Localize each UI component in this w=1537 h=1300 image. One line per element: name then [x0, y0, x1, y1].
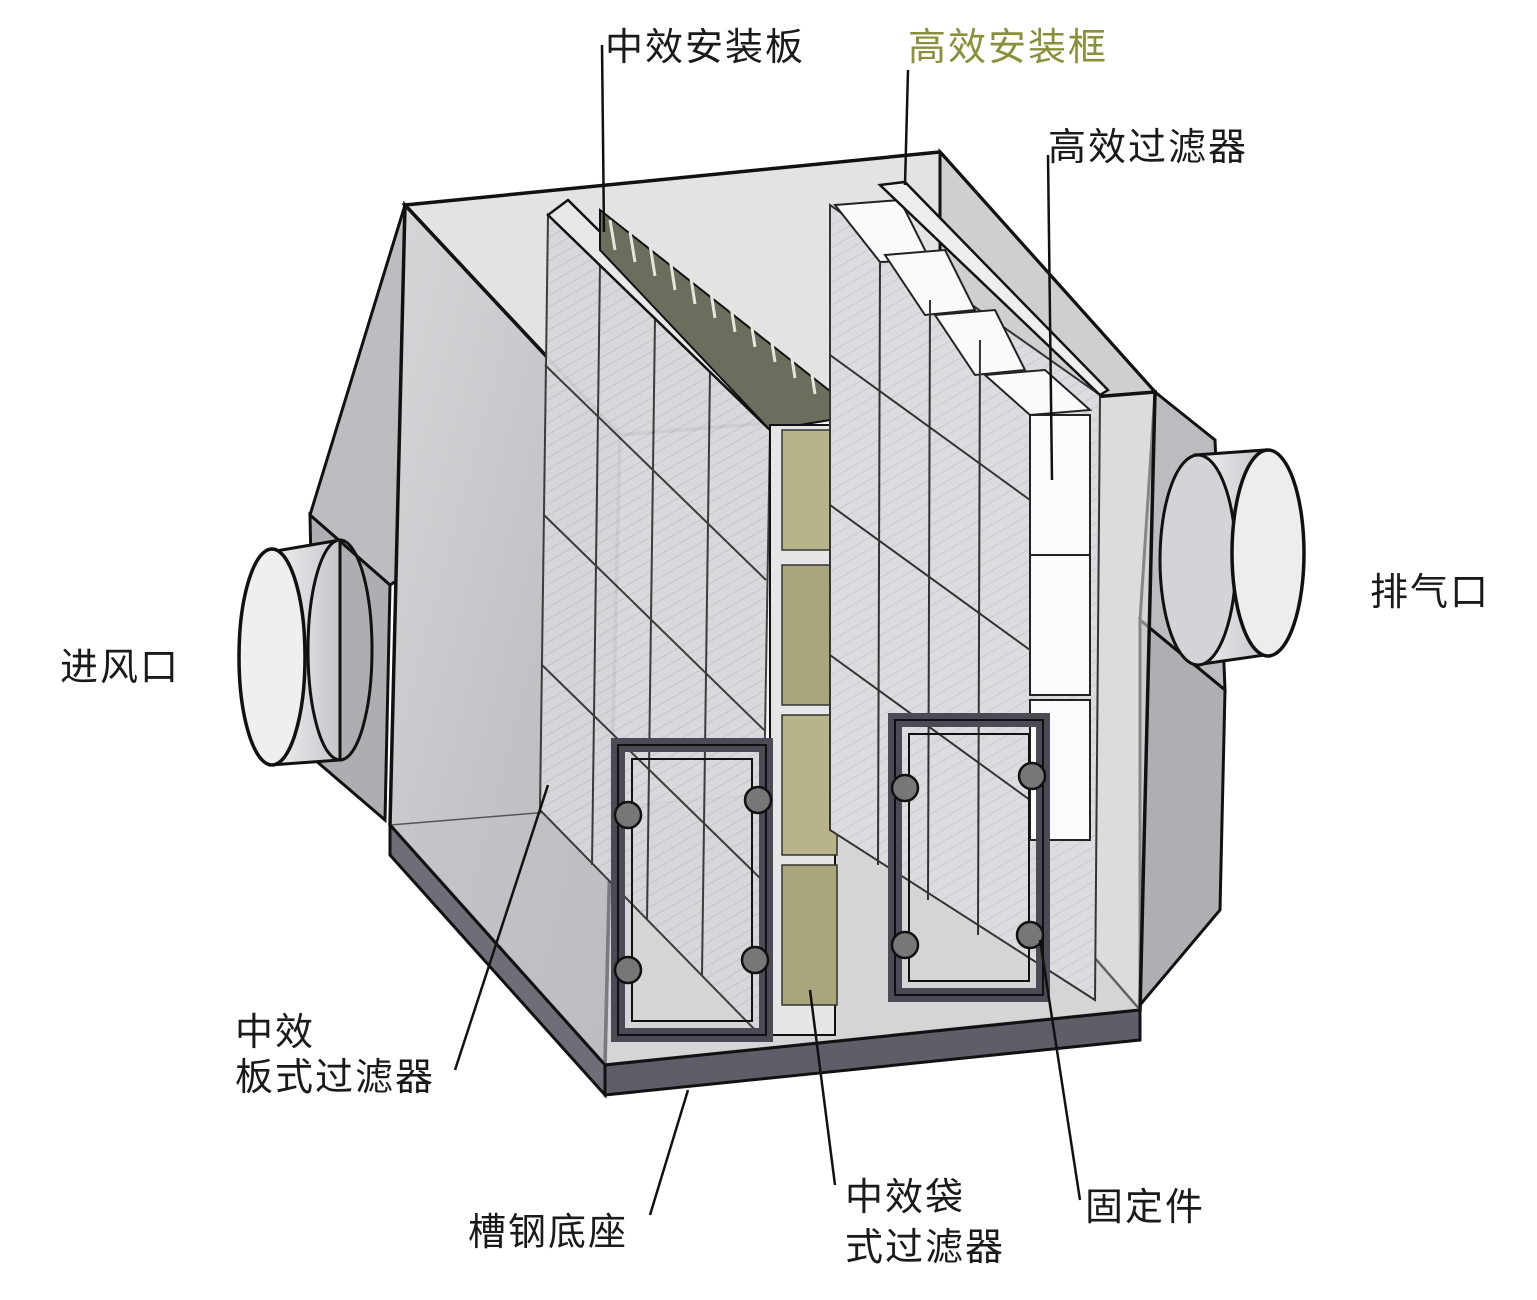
leader-hepa-filter — [1046, 154, 1054, 481]
leader-lines — [453, 44, 1082, 1216]
door-knob — [743, 785, 773, 815]
leader-fixing-part — [1038, 939, 1082, 1201]
door-knob — [740, 945, 770, 975]
access-door-right — [888, 713, 1050, 1002]
label-fixing-part: 固定件 — [1085, 1185, 1205, 1229]
label-panel-filter-line1: 中效 — [235, 1010, 315, 1054]
label-channel-base: 槽钢底座 — [468, 1210, 628, 1254]
channel-steel-base — [388, 821, 1142, 1099]
hepa-cube — [883, 248, 977, 317]
leader-medium-mount-plate — [600, 44, 606, 233]
medium-panel-filter-bank — [538, 212, 772, 1038]
label-inlet: 进风口 — [60, 645, 180, 689]
leader-hepa-mount-frame — [903, 69, 910, 186]
door-knob — [1017, 761, 1047, 791]
leader-panel-filter — [453, 784, 550, 1071]
label-bag-filter-line1: 中效袋 — [845, 1175, 965, 1219]
hepa-cube — [1029, 554, 1091, 696]
label-hepa-filter: 高效过滤器 — [1048, 125, 1248, 169]
inlet-pipe — [237, 538, 374, 767]
hepa-cube — [1029, 414, 1091, 556]
door-knob — [613, 955, 643, 985]
label-medium-mount-plate: 中效安装板 — [605, 25, 805, 69]
label-panel-filter-line2: 板式过滤器 — [235, 1055, 435, 1099]
label-exhaust: 排气口 — [1370, 570, 1490, 614]
door-knob — [1015, 920, 1045, 950]
access-door-left — [611, 738, 773, 1042]
door-knob — [890, 773, 920, 803]
leader-channel-base — [648, 1089, 690, 1216]
door-knob — [613, 800, 643, 830]
label-bag-filter-line2: 式过滤器 — [845, 1225, 1005, 1269]
exhaust-hood-lower — [1138, 616, 1227, 1010]
door-knob — [890, 930, 920, 960]
leader-bag-filter — [808, 989, 837, 1186]
label-hepa-mount-frame: 高效安装框 — [908, 25, 1108, 69]
labels: 中效安装板 高效安装框 高效过滤器 进风口 排气口 中效 板式过滤器 槽钢底座 … — [60, 25, 1490, 1269]
medium-bag-filter — [769, 424, 838, 1036]
hepa-cube — [982, 368, 1093, 417]
exhaust-pipe — [1158, 448, 1306, 667]
